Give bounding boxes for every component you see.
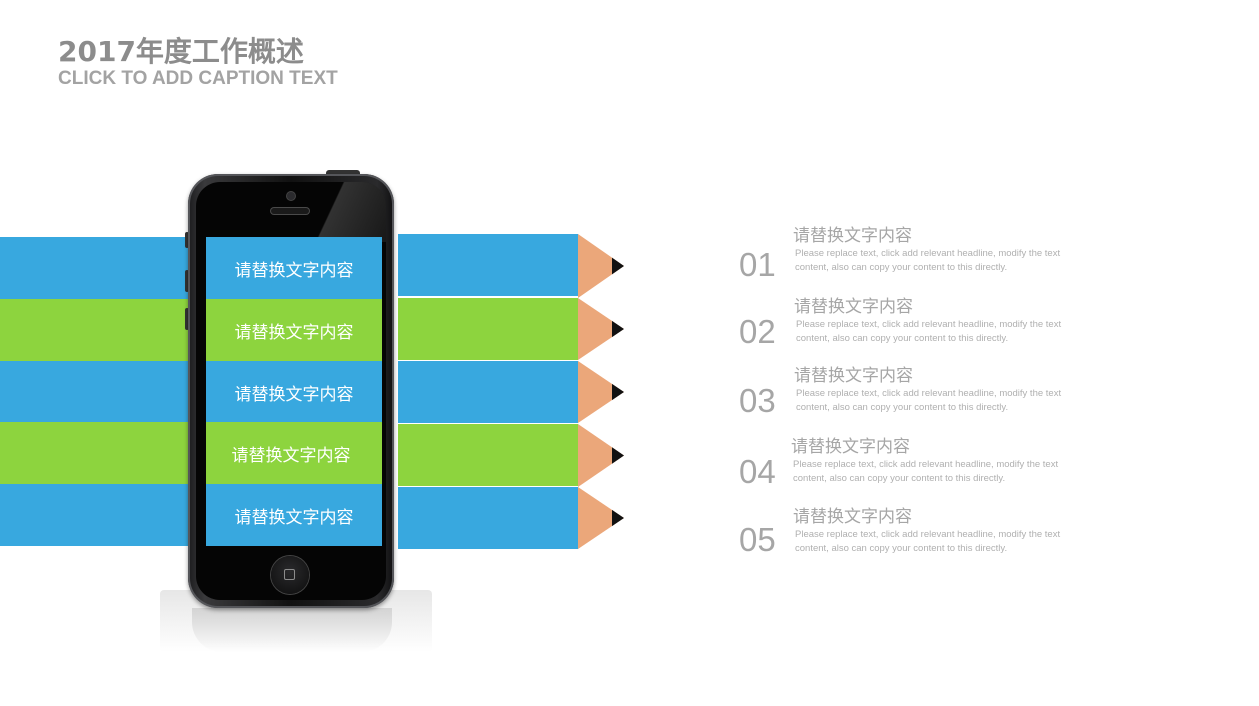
item-body-5: Please replace text, click add relevant …	[795, 529, 1061, 554]
item-number-3: 03	[739, 382, 776, 419]
pencil-body-3	[398, 361, 578, 423]
screen-band-label: 请替换文字内容	[231, 445, 351, 466]
item-body-2: Please replace text, click add relevant …	[796, 319, 1062, 344]
band-left-5	[0, 484, 200, 546]
home-square-icon	[284, 569, 295, 580]
camera-icon	[287, 192, 295, 200]
item-heading-4: 请替换文字内容	[791, 437, 910, 457]
phone-volume-down	[185, 308, 189, 330]
pencil-body-1	[398, 234, 578, 296]
phone-power-button	[326, 170, 360, 176]
band-left-4	[0, 422, 200, 484]
phone-reflection	[192, 608, 392, 652]
screen-band-3: 请替换文字内容	[206, 361, 382, 423]
item-number-5: 05	[739, 521, 776, 558]
pencil-tip-icon	[578, 424, 624, 487]
screen-band-label: 请替换文字内容	[234, 322, 354, 343]
item-body-3: Please replace text, click add relevant …	[796, 388, 1062, 413]
item-heading-5: 请替换文字内容	[793, 507, 912, 527]
screen-band-5: 请替换文字内容	[206, 484, 382, 546]
screen-band-1: 请替换文字内容	[206, 237, 382, 299]
band-left-1	[0, 237, 200, 299]
item-heading-2: 请替换文字内容	[794, 297, 913, 317]
item-body-1: Please replace text, click add relevant …	[795, 248, 1061, 273]
pencil-tip-icon	[578, 298, 624, 360]
item-number-1: 01	[739, 246, 776, 283]
speaker-grille	[271, 208, 309, 214]
pencil-tip-icon	[578, 487, 624, 549]
pencil-body-5	[398, 487, 578, 549]
pencil-tip-icon	[578, 361, 624, 423]
screen-band-label: 请替换文字内容	[234, 507, 354, 528]
pencil-body-2	[398, 298, 578, 360]
screen-band-label: 请替换文字内容	[234, 260, 354, 281]
item-body-4: Please replace text, click add relevant …	[793, 459, 1059, 484]
page-subtitle: CLICK TO ADD CAPTION TEXT	[58, 68, 338, 89]
item-number-2: 02	[739, 313, 776, 350]
screen-band-2: 请替换文字内容	[206, 299, 382, 361]
page-title: 2017年度工作概述	[58, 35, 304, 68]
item-number-4: 04	[739, 453, 776, 490]
home-button	[271, 556, 309, 594]
screen-band-label: 请替换文字内容	[234, 384, 354, 405]
band-left-3	[0, 361, 200, 423]
band-left-2	[0, 299, 200, 361]
screen-band-4: 请替换文字内容	[206, 422, 382, 484]
phone-mute-switch	[185, 232, 189, 248]
item-heading-3: 请替换文字内容	[794, 366, 913, 386]
item-heading-1: 请替换文字内容	[793, 226, 912, 246]
phone-volume-up	[185, 270, 189, 292]
pencil-body-4	[398, 424, 578, 486]
pencil-tip-icon	[578, 234, 624, 298]
